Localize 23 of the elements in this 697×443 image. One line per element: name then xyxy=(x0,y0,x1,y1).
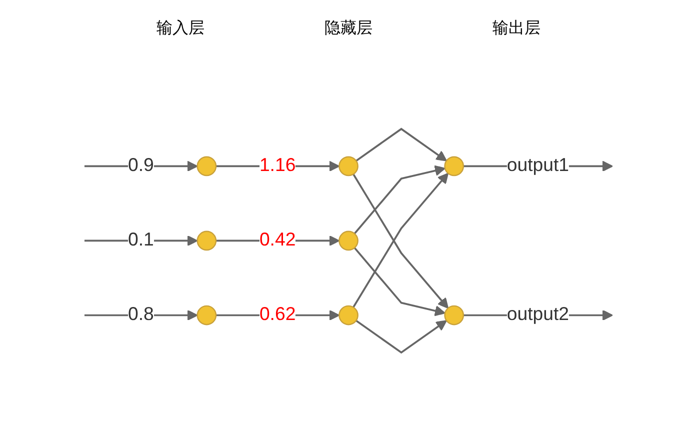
edge-label: output2 xyxy=(506,304,570,326)
arrow xyxy=(354,247,446,316)
node-circle xyxy=(196,306,217,326)
node-circle xyxy=(444,156,464,176)
edge-label: 0.1 xyxy=(128,230,154,251)
layer-heading: 隐藏层 xyxy=(324,18,372,39)
layer-heading: 输入层 xyxy=(156,18,204,39)
edge-label: 0.62 xyxy=(259,304,296,326)
node-circle xyxy=(196,231,217,251)
arrow xyxy=(354,166,446,234)
node-circle xyxy=(338,156,358,176)
layer-heading: 输出层 xyxy=(492,18,540,39)
edge-label: 0.8 xyxy=(128,304,154,326)
node-circle xyxy=(444,306,464,326)
node-circle xyxy=(196,156,217,176)
edge-label: output1 xyxy=(506,154,570,176)
edge-label: 0.9 xyxy=(128,154,154,176)
arrow xyxy=(356,320,447,354)
edge-label: 1.16 xyxy=(259,154,296,176)
node-circle xyxy=(338,231,358,251)
edge-label: 0.42 xyxy=(259,230,296,251)
node-circle xyxy=(338,306,358,326)
arrow xyxy=(356,128,447,162)
